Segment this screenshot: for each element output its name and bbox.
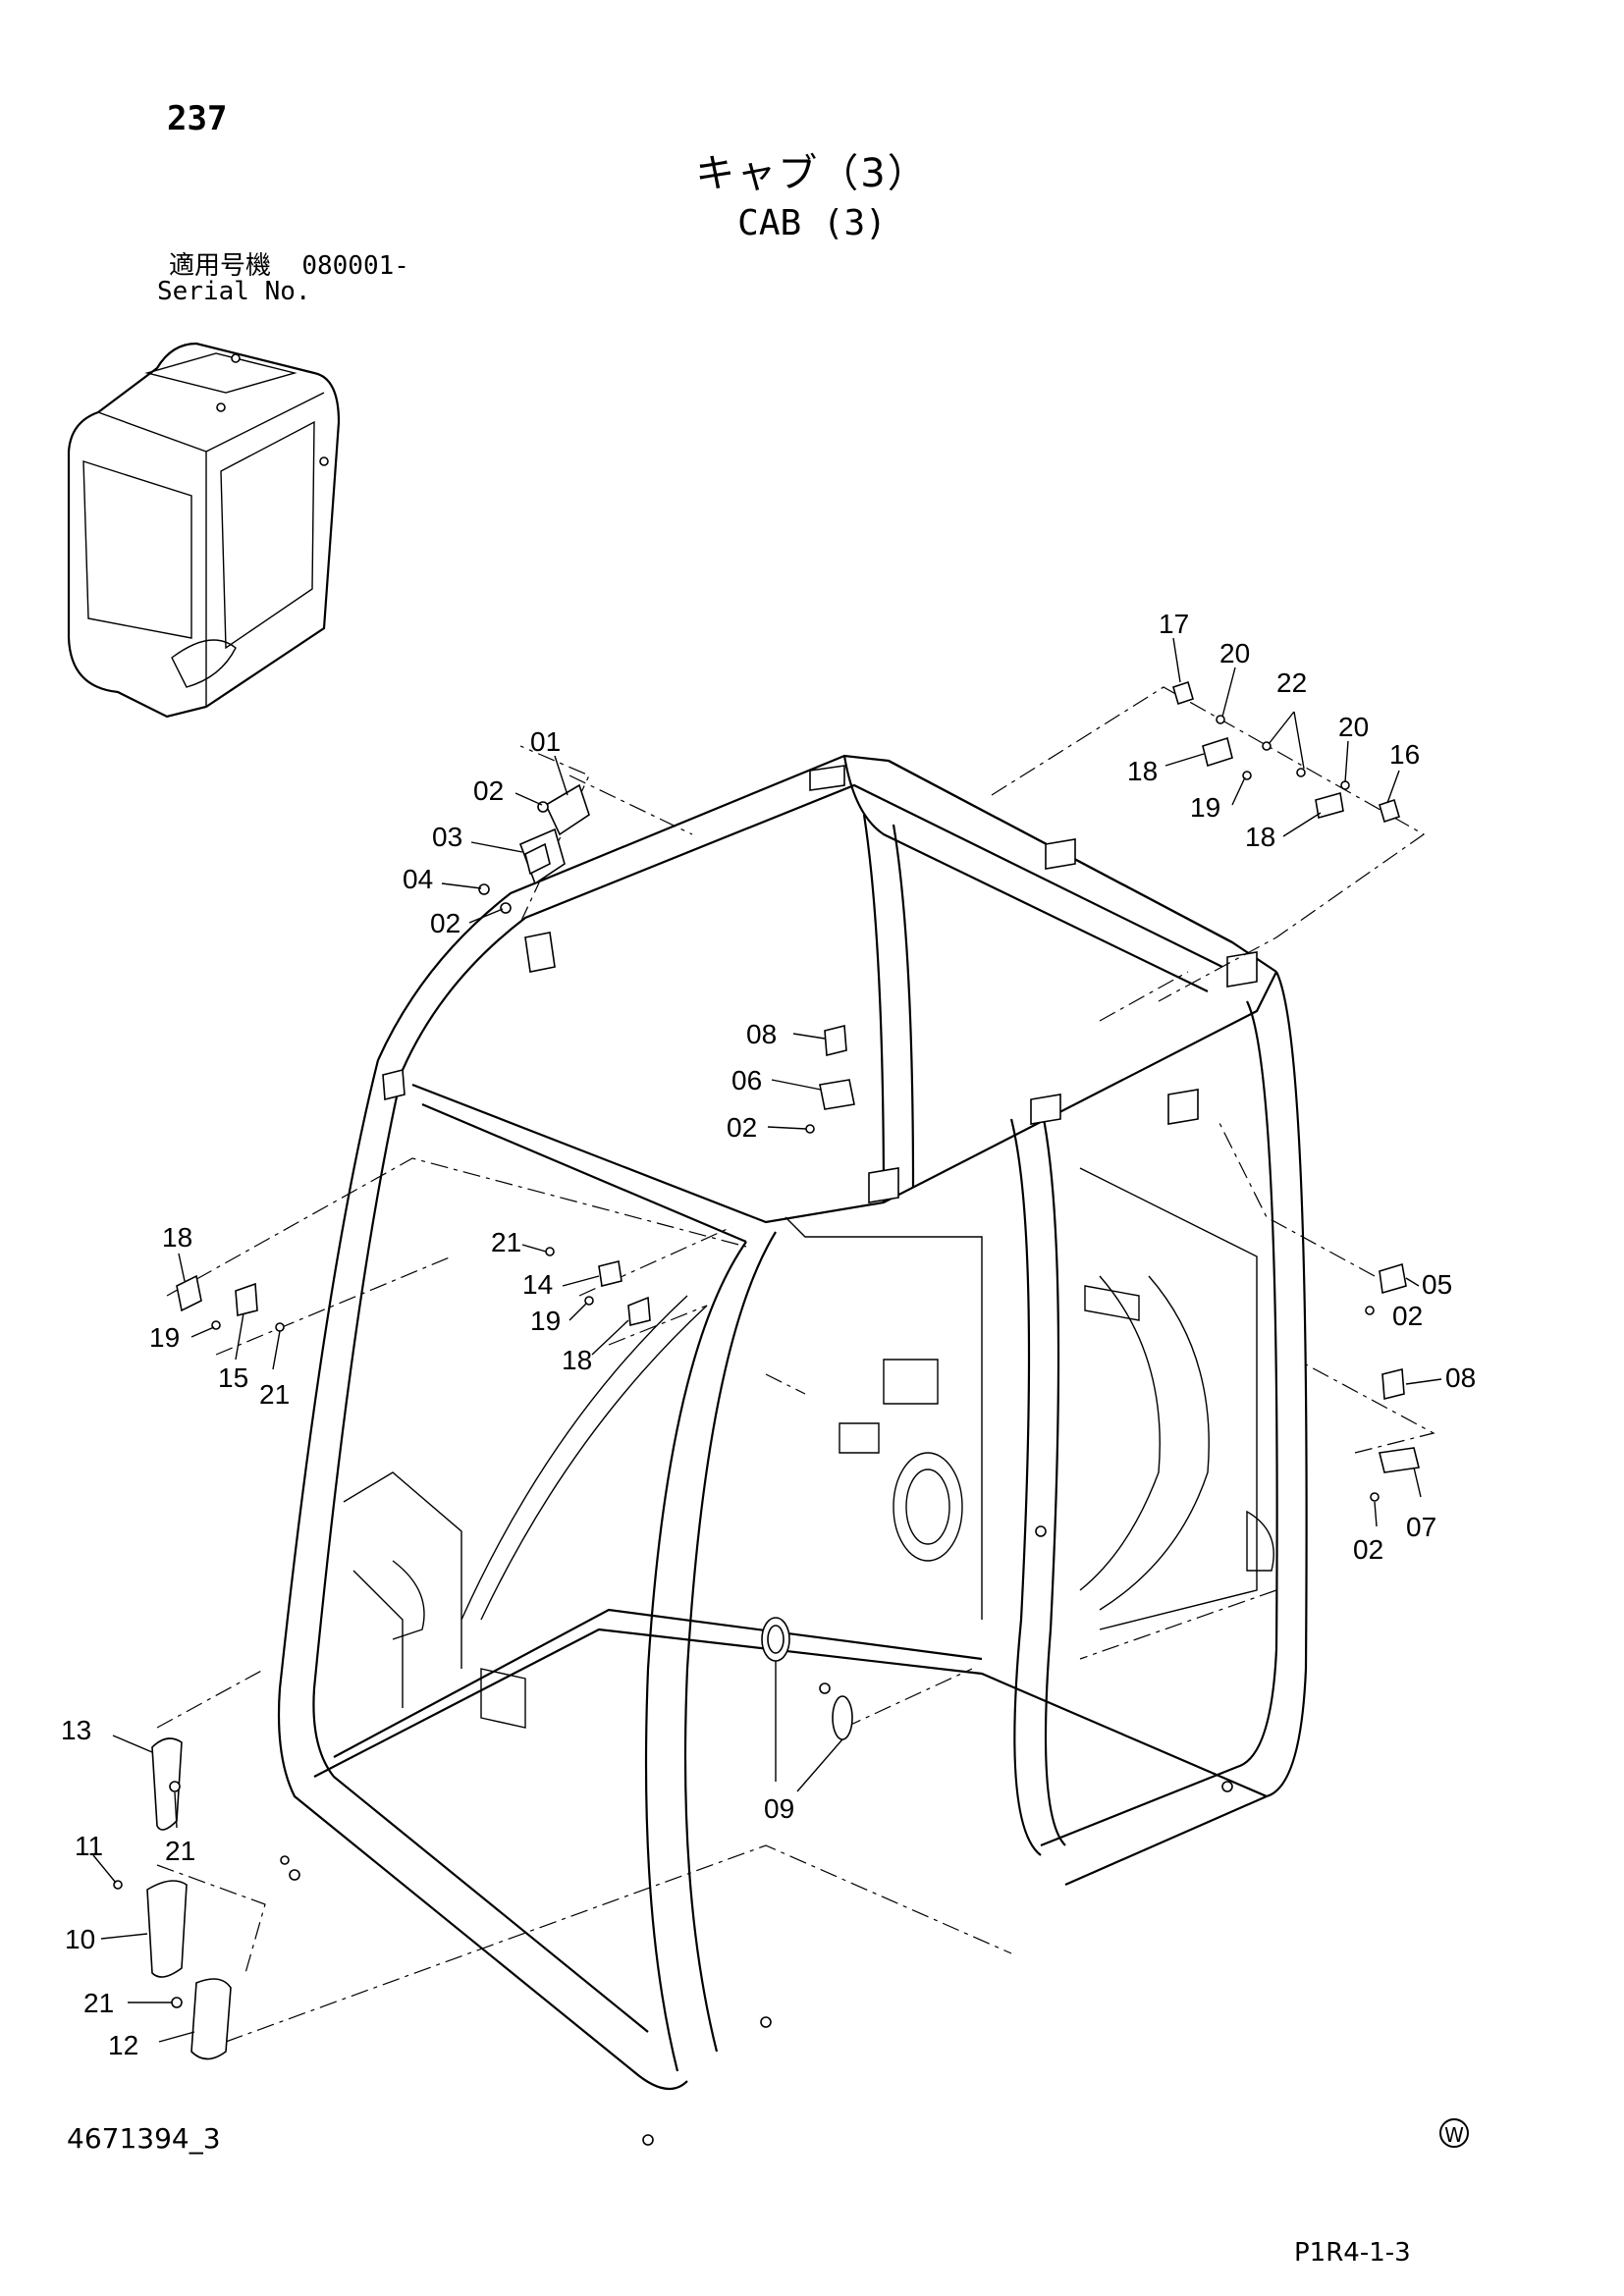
page-title-english: CAB (3) xyxy=(737,203,887,243)
callout-03: 03 xyxy=(432,822,462,852)
callout-18: 18 xyxy=(162,1222,192,1253)
callout-09: 09 xyxy=(764,1793,794,1824)
callout-12: 12 xyxy=(108,2030,138,2060)
callout-04: 04 xyxy=(403,864,433,894)
callout-15: 15 xyxy=(218,1362,248,1393)
callout-14: 14 xyxy=(522,1269,553,1300)
callout-11: 11 xyxy=(75,1831,103,1861)
assembly-leader-lines xyxy=(156,686,1435,2043)
callout-08: 08 xyxy=(746,1019,777,1049)
part-shapes xyxy=(113,680,1420,2060)
callout-02: 02 xyxy=(1353,1534,1383,1565)
callout-02: 02 xyxy=(1392,1301,1423,1331)
callout-16: 16 xyxy=(1389,739,1420,770)
callout-13: 13 xyxy=(61,1715,91,1745)
callout-18: 18 xyxy=(1245,822,1275,852)
cab-frame xyxy=(277,754,1308,2146)
serial-label-japanese: 適用号機 080001- xyxy=(169,253,409,279)
callout-21: 21 xyxy=(83,1988,114,2018)
callout-19: 19 xyxy=(149,1322,180,1353)
page-number: 237 xyxy=(167,99,228,138)
callout-19: 19 xyxy=(530,1306,561,1336)
callout-leaders xyxy=(92,637,1442,2043)
callout-18: 18 xyxy=(1127,756,1158,786)
callout-19: 19 xyxy=(1190,792,1220,823)
callout-05: 05 xyxy=(1422,1269,1452,1300)
callout-18: 18 xyxy=(562,1345,592,1375)
page-title-japanese: キャブ（3） xyxy=(695,151,929,196)
callout-labels: 01 02 03 04 02 17 20 22 20 16 18 19 18 0… xyxy=(61,609,1476,2060)
callout-07: 07 xyxy=(1406,1512,1436,1542)
serial-number-value: 080001- xyxy=(301,251,409,281)
callout-22: 22 xyxy=(1276,667,1307,698)
callout-02: 02 xyxy=(430,908,460,938)
callout-20: 20 xyxy=(1219,638,1250,668)
w-circle-mark: W xyxy=(1439,2118,1469,2148)
serial-label-jp-text: 適用号機 xyxy=(169,251,272,281)
serial-label-english: Serial No. xyxy=(157,277,311,306)
callout-08: 08 xyxy=(1445,1362,1476,1393)
callout-10: 10 xyxy=(65,1924,95,1954)
callout-02: 02 xyxy=(473,775,504,806)
callout-17: 17 xyxy=(1159,609,1189,639)
drawing-number: 4671394_3 xyxy=(67,2122,221,2155)
cab-overview-thumbnail xyxy=(67,342,341,719)
page-code: P1R4-1-3 xyxy=(1294,2238,1411,2268)
callout-21: 21 xyxy=(491,1227,521,1257)
callout-02: 02 xyxy=(727,1112,757,1143)
callout-01: 01 xyxy=(530,726,561,757)
callout-20: 20 xyxy=(1338,712,1369,742)
callout-21: 21 xyxy=(259,1379,290,1410)
callout-21: 21 xyxy=(165,1836,195,1866)
callout-06: 06 xyxy=(731,1065,762,1095)
